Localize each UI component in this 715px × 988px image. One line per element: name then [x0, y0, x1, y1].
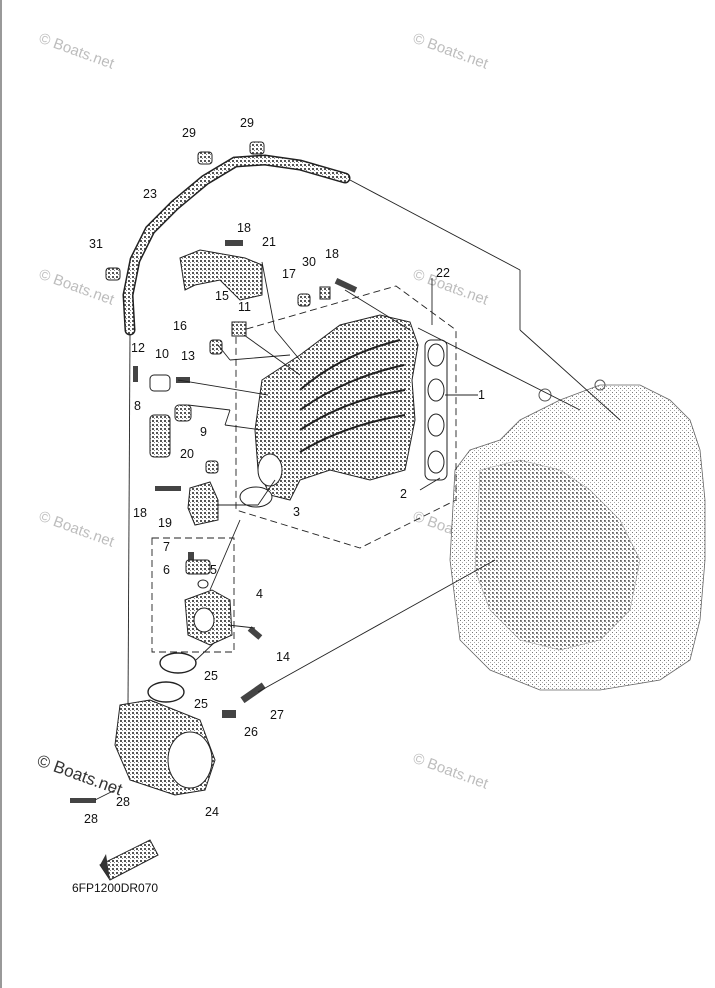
- callout-24: 24: [205, 805, 219, 819]
- callout-31: 31: [89, 237, 103, 251]
- forward-arrow: [99, 839, 159, 881]
- callout-21: 21: [262, 235, 276, 249]
- callout-4: 4: [256, 587, 263, 601]
- watermark: © Boats.net: [411, 750, 491, 793]
- watermark: © Boats.net: [37, 508, 117, 551]
- callout-26: 26: [244, 725, 258, 739]
- callout-18c: 18: [133, 506, 147, 520]
- callout-labels: 1 2 3 4 5 6 7 8 9 10 11 12 13 14 15 16 1…: [84, 116, 485, 826]
- callout-19: 19: [158, 516, 172, 530]
- callout-23: 23: [143, 187, 157, 201]
- callout-28b: 28: [116, 795, 130, 809]
- callout-9: 9: [200, 425, 207, 439]
- callout-5: 5: [210, 563, 217, 577]
- callout-30: 30: [302, 255, 316, 269]
- callout-8: 8: [134, 399, 141, 413]
- callout-20: 20: [180, 447, 194, 461]
- callout-7: 7: [163, 540, 170, 554]
- watermark: © Boats.net: [411, 266, 491, 309]
- callout-2: 2: [400, 487, 407, 501]
- callout-29: 29: [182, 126, 196, 140]
- callout-18: 18: [237, 221, 251, 235]
- watermark: © Boats.net: [37, 266, 117, 309]
- callout-25: 25: [204, 669, 218, 683]
- callout-10: 10: [155, 347, 169, 361]
- callout-14: 14: [276, 650, 290, 664]
- intake-chamber: [70, 682, 266, 803]
- assembly-box-1: [235, 285, 457, 549]
- callout-17: 17: [282, 267, 296, 281]
- callout-22: 22: [436, 266, 450, 280]
- callout-12: 12: [131, 341, 145, 355]
- engine-block: [449, 379, 706, 691]
- small-parts: [133, 240, 358, 526]
- callout-16: 16: [173, 319, 187, 333]
- callout-13: 13: [181, 349, 195, 363]
- bracket: [179, 249, 263, 301]
- hose-clamp: [105, 267, 121, 281]
- callout-6: 6: [163, 563, 170, 577]
- callout-27: 27: [270, 708, 284, 722]
- intake-manifold: [254, 314, 419, 501]
- throttle-body: [184, 552, 263, 646]
- leader-lines: [94, 179, 621, 801]
- callout-1: 1: [478, 388, 485, 402]
- callout-29b: 29: [240, 116, 254, 130]
- callout-28: 28: [84, 812, 98, 826]
- hose-clamp: [197, 151, 213, 165]
- callout-25b: 25: [194, 697, 208, 711]
- hose-clamp: [249, 141, 265, 155]
- watermark: © Boats.net: [37, 30, 117, 73]
- callout-18b: 18: [325, 247, 339, 261]
- watermark: © Boats.net: [411, 30, 491, 73]
- callout-15: 15: [215, 289, 229, 303]
- callout-3: 3: [293, 505, 300, 519]
- manifold-gasket: [424, 339, 448, 481]
- drawing-code: 6FP1200DR070: [72, 881, 158, 895]
- callout-11: 11: [238, 300, 251, 314]
